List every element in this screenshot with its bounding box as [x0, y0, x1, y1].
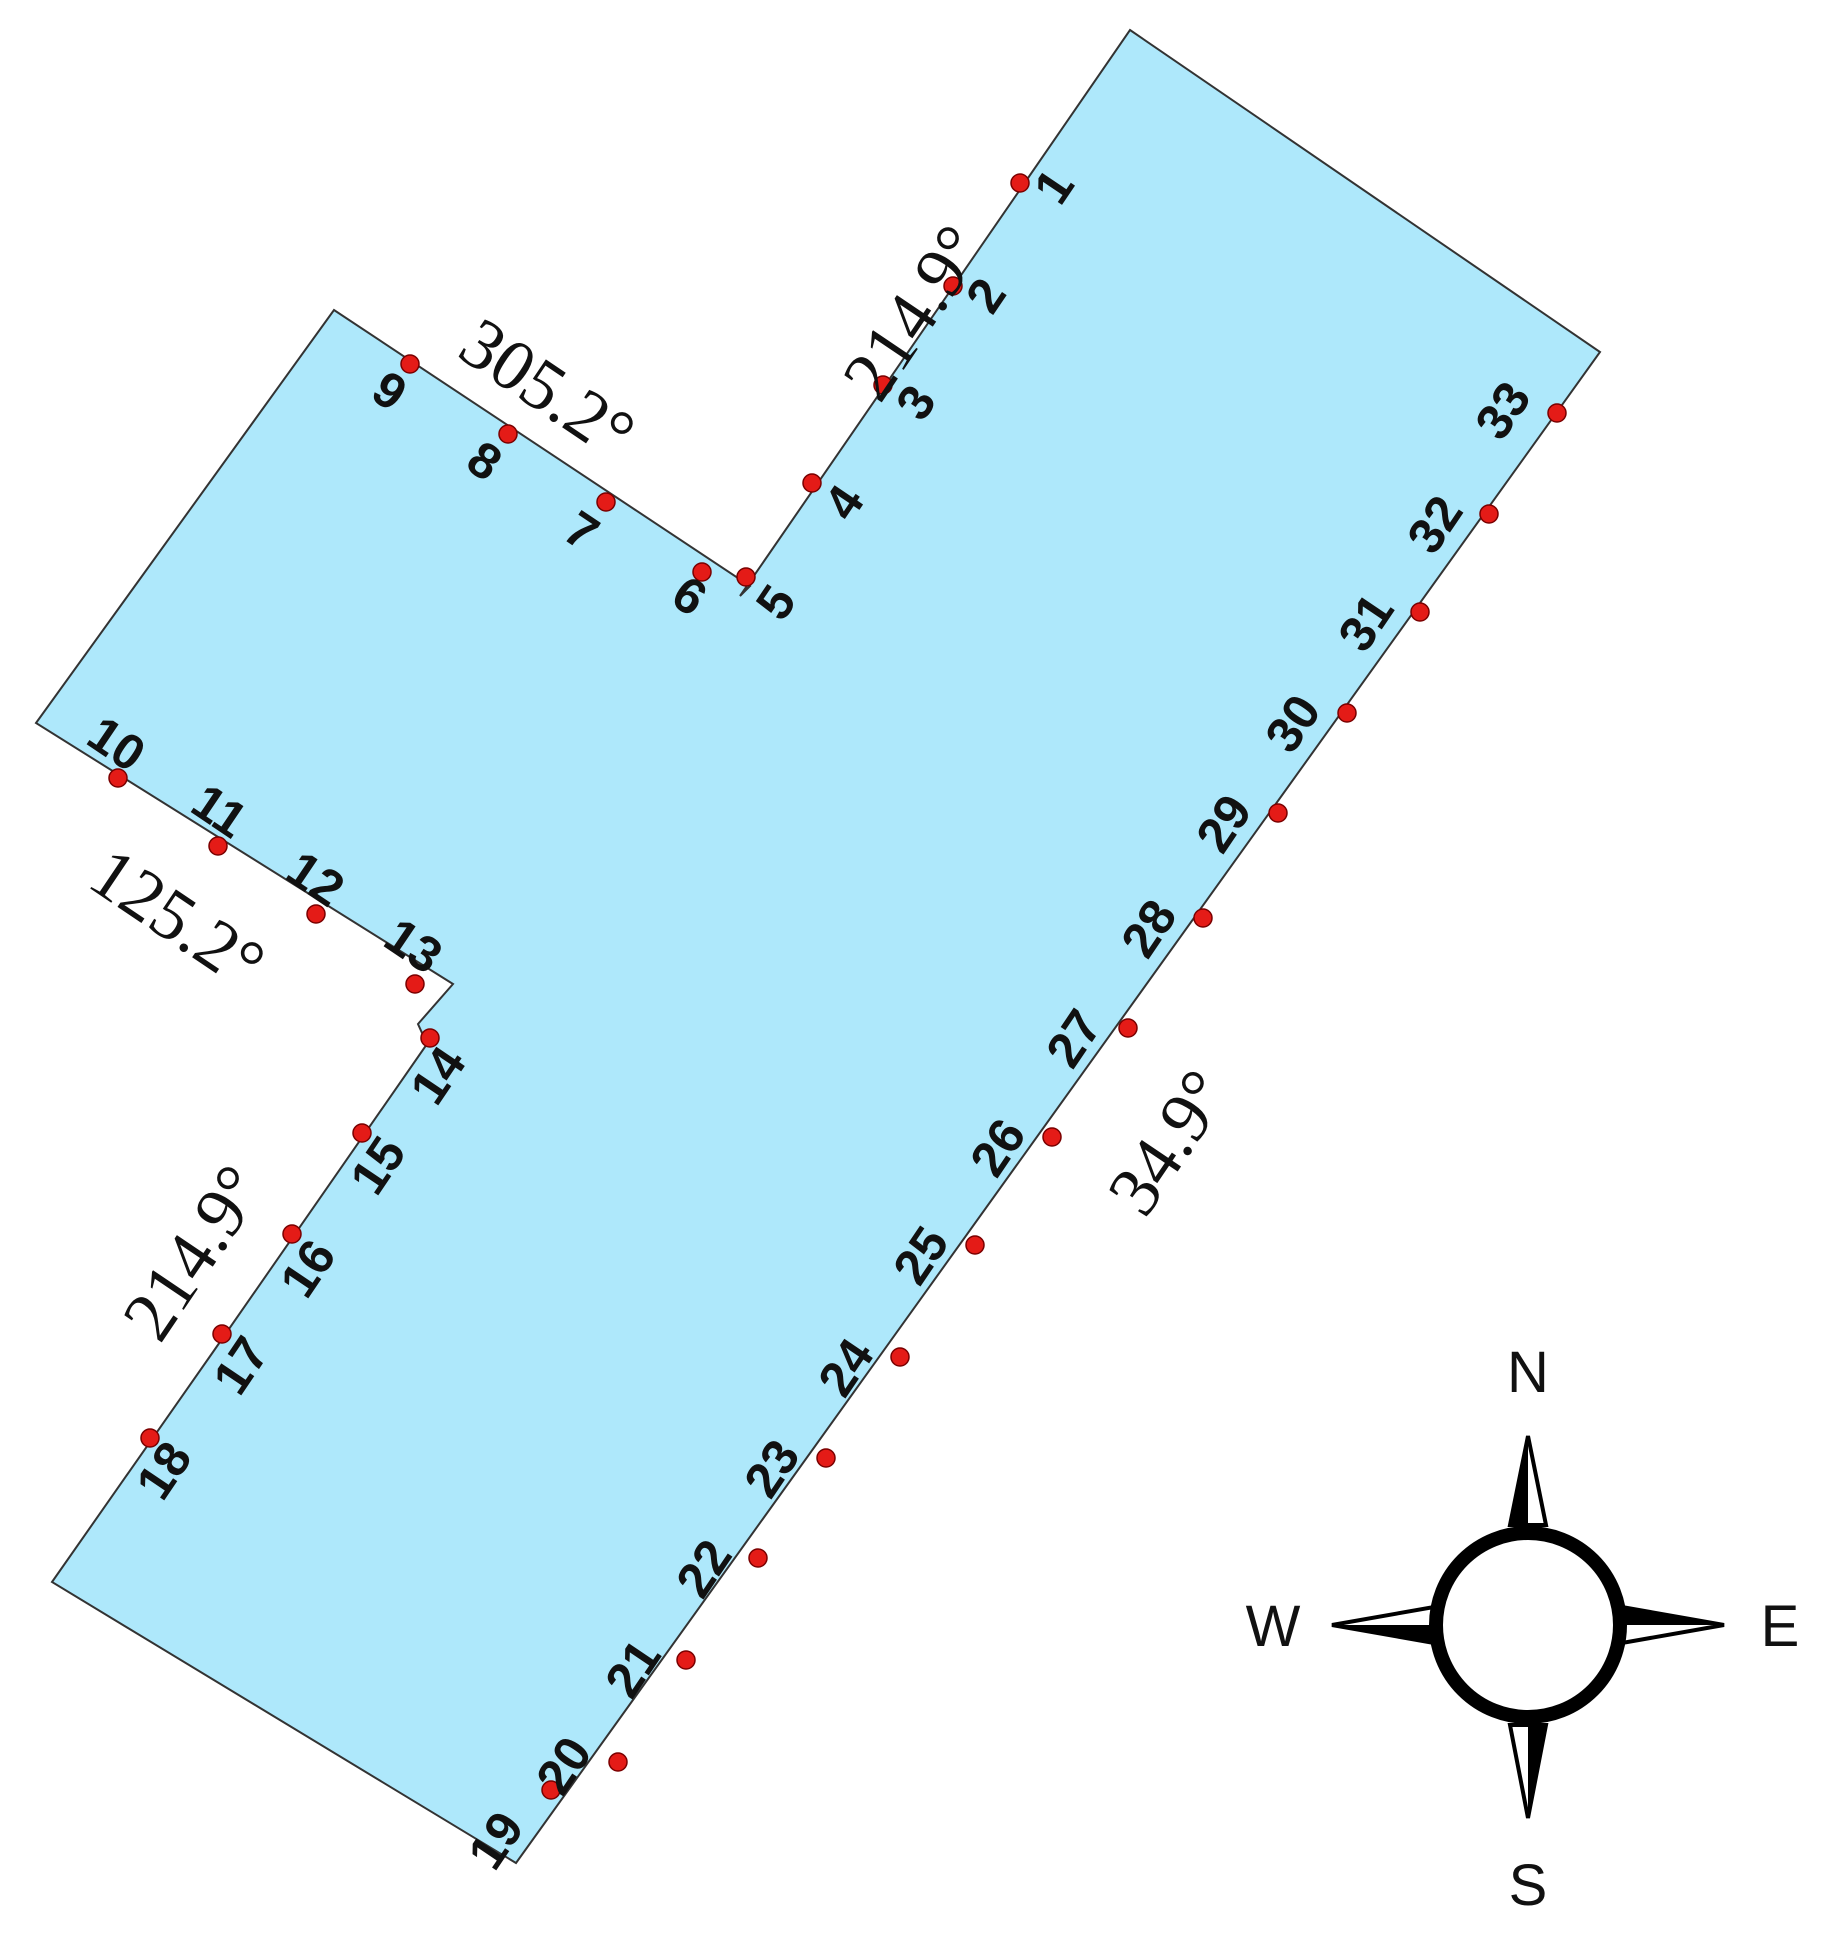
- point-marker-25: [965, 1235, 985, 1255]
- compass-ring: [1429, 1526, 1627, 1724]
- compass-west-label: W: [1246, 1594, 1301, 1659]
- point-marker-33: [1547, 403, 1567, 423]
- point-marker-28: [1193, 908, 1213, 928]
- compass-south-label: S: [1509, 1853, 1548, 1918]
- point-marker-31: [1410, 602, 1430, 622]
- point-marker-21: [676, 1650, 696, 1670]
- point-marker-17: [212, 1324, 232, 1344]
- point-marker-15: [352, 1123, 372, 1143]
- point-marker-13: [405, 974, 425, 994]
- angle-label-left-mid: 125.2°: [76, 832, 279, 1005]
- point-marker-22: [748, 1548, 768, 1568]
- compass-east-needle-dark: [1622, 1607, 1724, 1625]
- point-marker-19: [541, 1780, 561, 1800]
- compass-rose: N S E W: [1246, 1340, 1800, 1918]
- point-marker-24: [890, 1347, 910, 1367]
- compass-east-label: E: [1761, 1594, 1800, 1659]
- point-marker-2: [943, 276, 963, 296]
- point-marker-32: [1479, 504, 1499, 524]
- compass-south-needle-dark: [1528, 1725, 1546, 1818]
- point-marker-11: [208, 836, 228, 856]
- point-marker-5: [736, 567, 756, 587]
- point-marker-9: [400, 354, 420, 374]
- point-marker-29: [1268, 803, 1288, 823]
- compass-north-label: N: [1507, 1340, 1549, 1405]
- compass-north-needle-dark: [1510, 1436, 1528, 1525]
- parcel-polygon: [34, 28, 1602, 1865]
- point-marker-16: [282, 1224, 302, 1244]
- point-marker-8: [498, 424, 518, 444]
- point-marker-7: [596, 492, 616, 512]
- point-marker-23: [816, 1448, 836, 1468]
- point-marker-18: [140, 1428, 160, 1448]
- point-marker-12: [306, 904, 326, 924]
- point-marker-14: [420, 1028, 440, 1048]
- point-marker-1: [1010, 173, 1030, 193]
- point-marker-30: [1337, 703, 1357, 723]
- point-markers: [108, 173, 1567, 1800]
- point-marker-26: [1042, 1127, 1062, 1147]
- point-marker-4: [802, 473, 822, 493]
- point-marker-10: [108, 768, 128, 788]
- point-marker-6: [692, 562, 712, 582]
- point-marker-20: [608, 1752, 628, 1772]
- compass-west-needle-dark: [1332, 1625, 1434, 1643]
- point-marker-27: [1118, 1018, 1138, 1038]
- point-marker-3: [873, 375, 893, 395]
- angle-label-right-side: 34.9°: [1092, 1056, 1245, 1229]
